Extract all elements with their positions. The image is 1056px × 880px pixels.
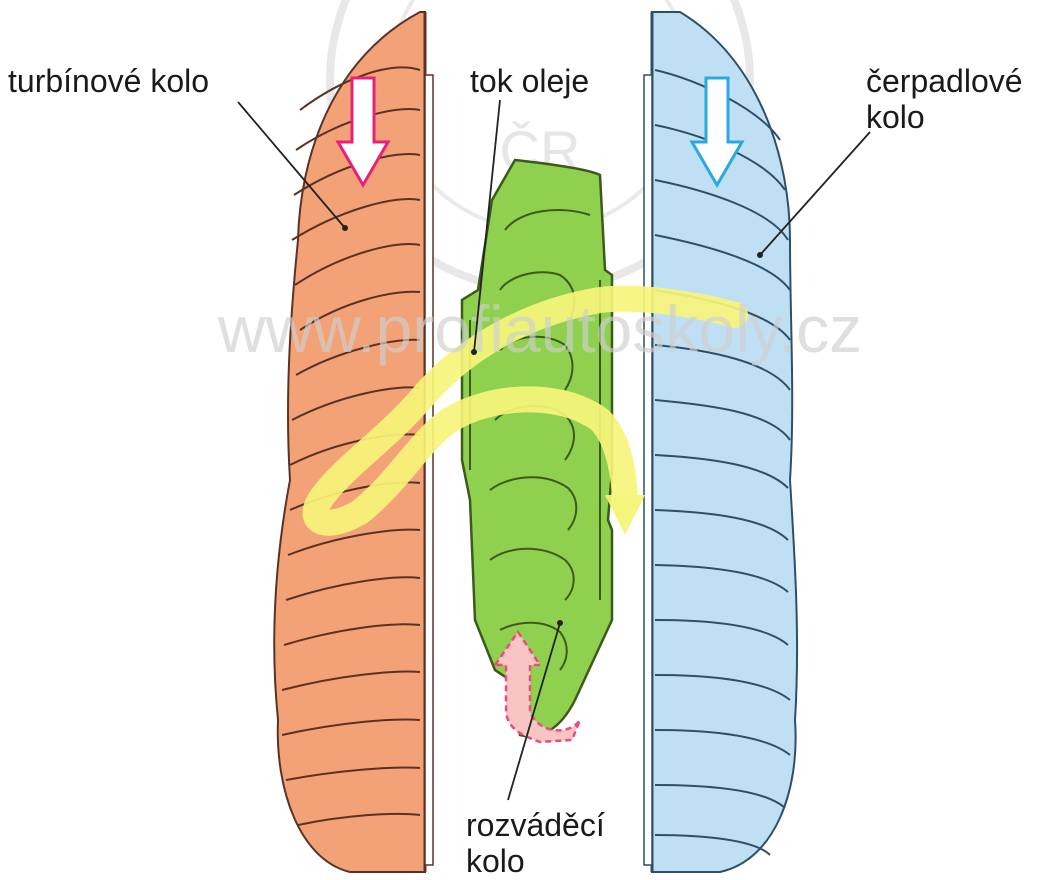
pump-rim xyxy=(644,75,652,865)
label-oil-flow: tok oleje xyxy=(470,62,589,100)
label-pump-wheel-line2: kolo xyxy=(866,98,925,136)
label-turbine-wheel: turbínové kolo xyxy=(8,62,209,100)
label-stator-line1: rozváděcí xyxy=(466,806,605,844)
label-stator-line2: kolo xyxy=(466,842,525,880)
watermark-url: www.profiautoskoly.cz xyxy=(217,292,862,366)
turbine-rim xyxy=(425,75,433,865)
label-pump-wheel-line1: čerpadlové xyxy=(866,62,1023,100)
